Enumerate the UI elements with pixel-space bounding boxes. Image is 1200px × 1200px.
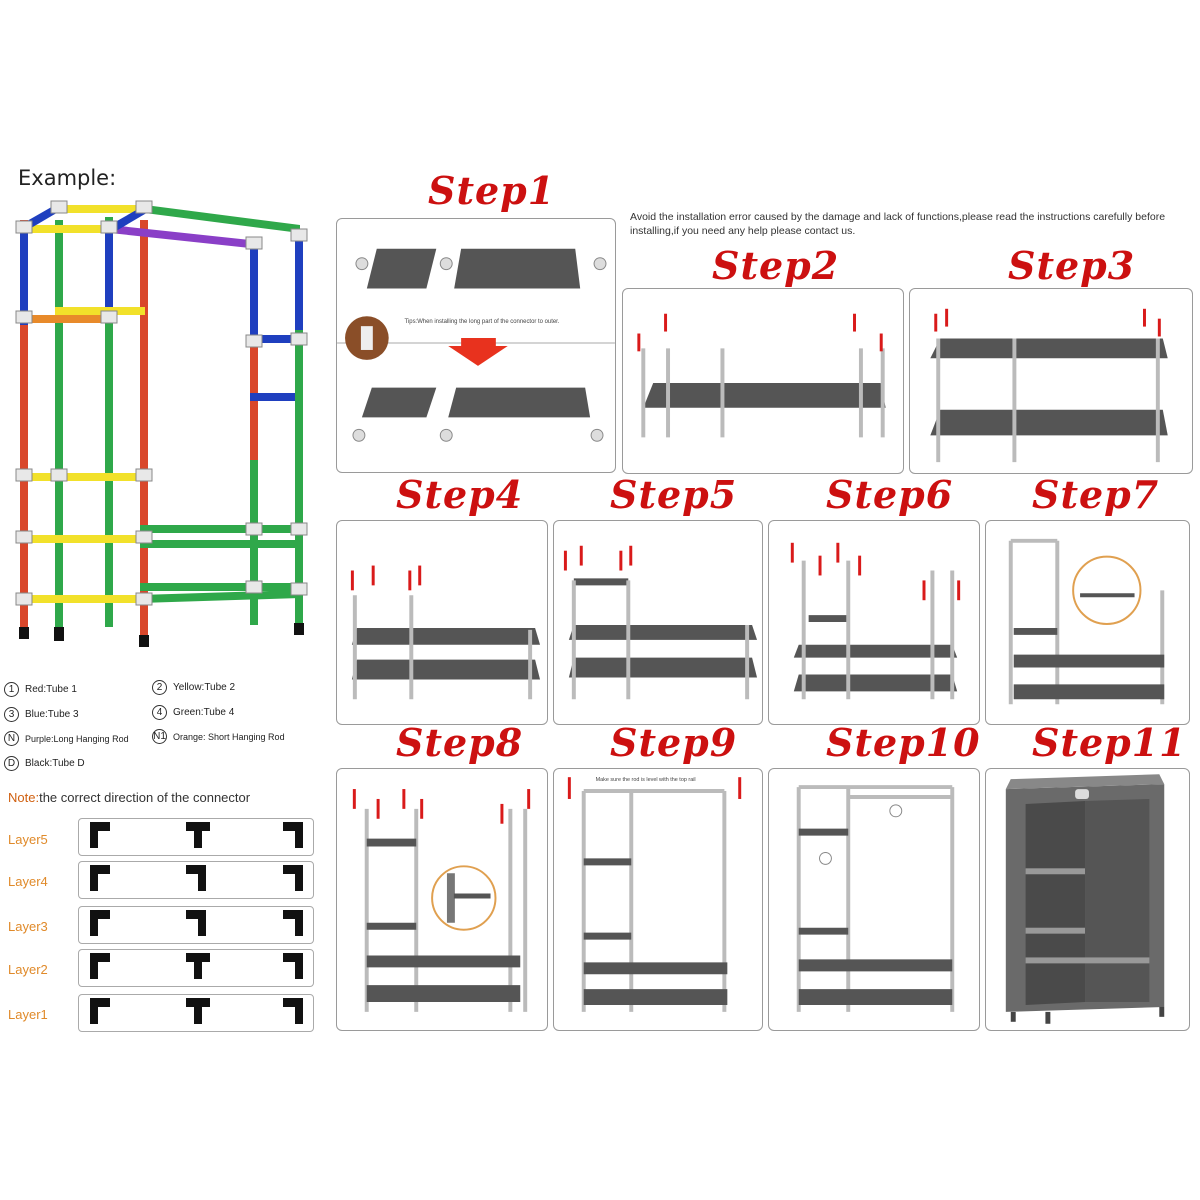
step-label-7: Step7: [1032, 472, 1160, 517]
legend-mark: N: [4, 731, 19, 746]
legend-label: Orange: Short Hanging Rod: [173, 731, 285, 742]
layer-connector-row-3: [78, 906, 314, 944]
step2-panel: [622, 288, 904, 474]
layer-connector-row-5: [78, 818, 314, 856]
legend-item-green: 4 Green:Tube 4: [152, 705, 234, 720]
upright-back-left: [105, 217, 113, 627]
legend-mark: N1: [152, 729, 167, 744]
legend-mark: 4: [152, 705, 167, 720]
legend-item-red: 1 Red:Tube 1: [4, 682, 77, 697]
legend-item-purple: N Purple:Long Hanging Rod: [4, 731, 129, 746]
step-label-9: Step9: [610, 720, 738, 765]
step5-panel: [553, 520, 763, 725]
layer-label-1: Layer1: [8, 1007, 48, 1022]
down-arrow-icon: [448, 338, 508, 366]
connector-icons: [90, 822, 303, 1024]
layer-connector-row-1: [78, 994, 314, 1032]
step10-panel: [768, 768, 980, 1031]
layer-label-5: Layer5: [8, 832, 48, 847]
step-label-10: Step10: [826, 720, 981, 765]
step-label-5: Step5: [610, 472, 738, 517]
legend-mark: 3: [4, 707, 19, 722]
legend-label: Black:Tube D: [25, 758, 85, 769]
legend-mark: 2: [152, 680, 167, 695]
connector-icon: [90, 822, 110, 848]
step4-panel: [336, 520, 548, 725]
step-label-6: Step6: [826, 472, 954, 517]
legend-label: Yellow:Tube 2: [173, 682, 236, 693]
step3-panel: [909, 288, 1193, 474]
connector-icon: [186, 822, 210, 848]
upright-mid: [55, 220, 63, 630]
step-label-1: Step1: [428, 168, 556, 213]
installation-notice: Avoid the installation error caused by t…: [630, 211, 1166, 237]
legend-item-black: D Black:Tube D: [4, 756, 85, 771]
upright-front-center: [140, 220, 148, 640]
legend-mark: 1: [4, 682, 19, 697]
step9-panel: Make sure the rod is level with the top …: [553, 768, 763, 1031]
step6-panel: [768, 520, 980, 725]
step1-panel: Tips:When installing the long part of th…: [336, 218, 616, 473]
step-label-3: Step3: [1008, 243, 1136, 288]
example-title: Example:: [18, 166, 117, 190]
step1-tip: Tips:When installing the long part of th…: [405, 319, 560, 325]
step-label-4: Step4: [396, 472, 524, 517]
legend-label: Blue:Tube 3: [25, 709, 79, 720]
step-label-11: Step11: [1032, 720, 1187, 765]
note-key: Note:: [8, 790, 40, 805]
layer-label-4: Layer4: [8, 874, 48, 889]
layer-connector-row-2: [78, 949, 314, 987]
legend-label: Red:Tube 1: [25, 684, 77, 695]
step7-panel: [985, 520, 1190, 725]
step-label-2: Step2: [712, 243, 840, 288]
connector-icon: [283, 822, 303, 848]
legend-mark: D: [4, 756, 19, 771]
layer-label-3: Layer3: [8, 919, 48, 934]
connector-note: Note:the correct direction of the connec…: [8, 790, 250, 805]
upright-front-left: [20, 220, 28, 630]
layer-label-2: Layer2: [8, 962, 48, 977]
legend-item-orange: N1 Orange: Short Hanging Rod: [152, 729, 285, 744]
upright-front-right: [295, 235, 303, 630]
layer-connector-row-4: [78, 861, 314, 899]
note-text: the correct direction of the connector: [39, 790, 251, 805]
detail-zoom-icon: [1072, 555, 1142, 625]
legend-item-blue: 3 Blue:Tube 3: [4, 707, 79, 722]
legend-label: Green:Tube 4: [173, 707, 235, 718]
step11-panel: [985, 768, 1190, 1031]
step9-tip: Make sure the rod is level with the top …: [596, 777, 696, 783]
legend-label: Purple:Long Hanging Rod: [25, 733, 129, 744]
legend-item-yellow: 2 Yellow:Tube 2: [152, 680, 235, 695]
step-label-8: Step8: [396, 720, 524, 765]
example-frame-diagram: [10, 195, 320, 660]
step8-panel: [336, 768, 548, 1031]
